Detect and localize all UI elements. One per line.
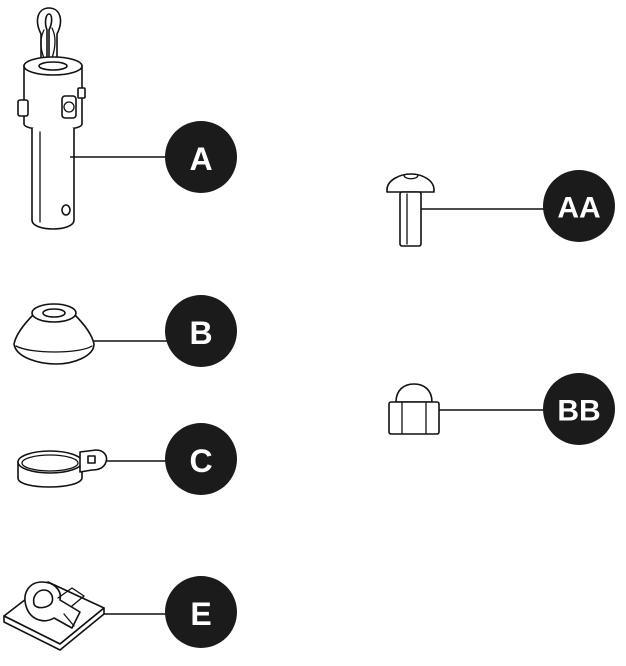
part-e-wire-clip [3, 581, 105, 651]
part-a-set-screw-right [61, 95, 77, 119]
part-a-pin-hole [61, 204, 71, 216]
badge-aa: AA [543, 170, 615, 242]
part-aa-screw-head [386, 173, 435, 193]
badge-e: E [165, 576, 237, 648]
badge-a: A [165, 121, 237, 193]
badge-bb-label: BB [557, 395, 600, 428]
badge-a-label: A [189, 141, 212, 177]
part-a-eye-loop [36, 7, 62, 67]
part-b-cone-cover [13, 303, 95, 365]
badge-c-label: C [189, 443, 212, 479]
badge-b: B [165, 295, 237, 367]
badge-b-label: B [189, 315, 212, 351]
part-e-clip-loop [32, 589, 54, 609]
part-c-tab-slot [87, 455, 96, 464]
part-c-band-inner [21, 454, 79, 472]
badge-c: C [165, 423, 237, 495]
part-a-hanger-pin [17, 7, 86, 230]
part-aa-screw-shank [399, 191, 422, 247]
part-b-cone-hole [42, 308, 66, 318]
badge-bb: BB [543, 373, 615, 445]
part-a-hook-wire [40, 27, 56, 59]
part-c-band-top [17, 450, 83, 474]
part-a-tube [31, 127, 75, 230]
part-c-band-clamp [17, 449, 108, 488]
part-a-collar-hole [38, 61, 68, 71]
part-b-cone-rim [15, 345, 93, 353]
badge-aa-label: AA [557, 192, 600, 225]
part-a-set-screw-left [17, 99, 29, 117]
part-e-clip-latch [57, 587, 86, 627]
part-a-set-screw-back [77, 87, 86, 99]
part-a-set-screw-right-head [63, 101, 75, 113]
badge-e-label: E [190, 596, 211, 632]
part-bb-dome [395, 383, 433, 403]
part-aa-screw [386, 173, 435, 247]
part-bb-cap-nut [388, 383, 440, 435]
part-aa-screw-slot [403, 174, 419, 180]
part-bb-hex-body [388, 401, 440, 435]
